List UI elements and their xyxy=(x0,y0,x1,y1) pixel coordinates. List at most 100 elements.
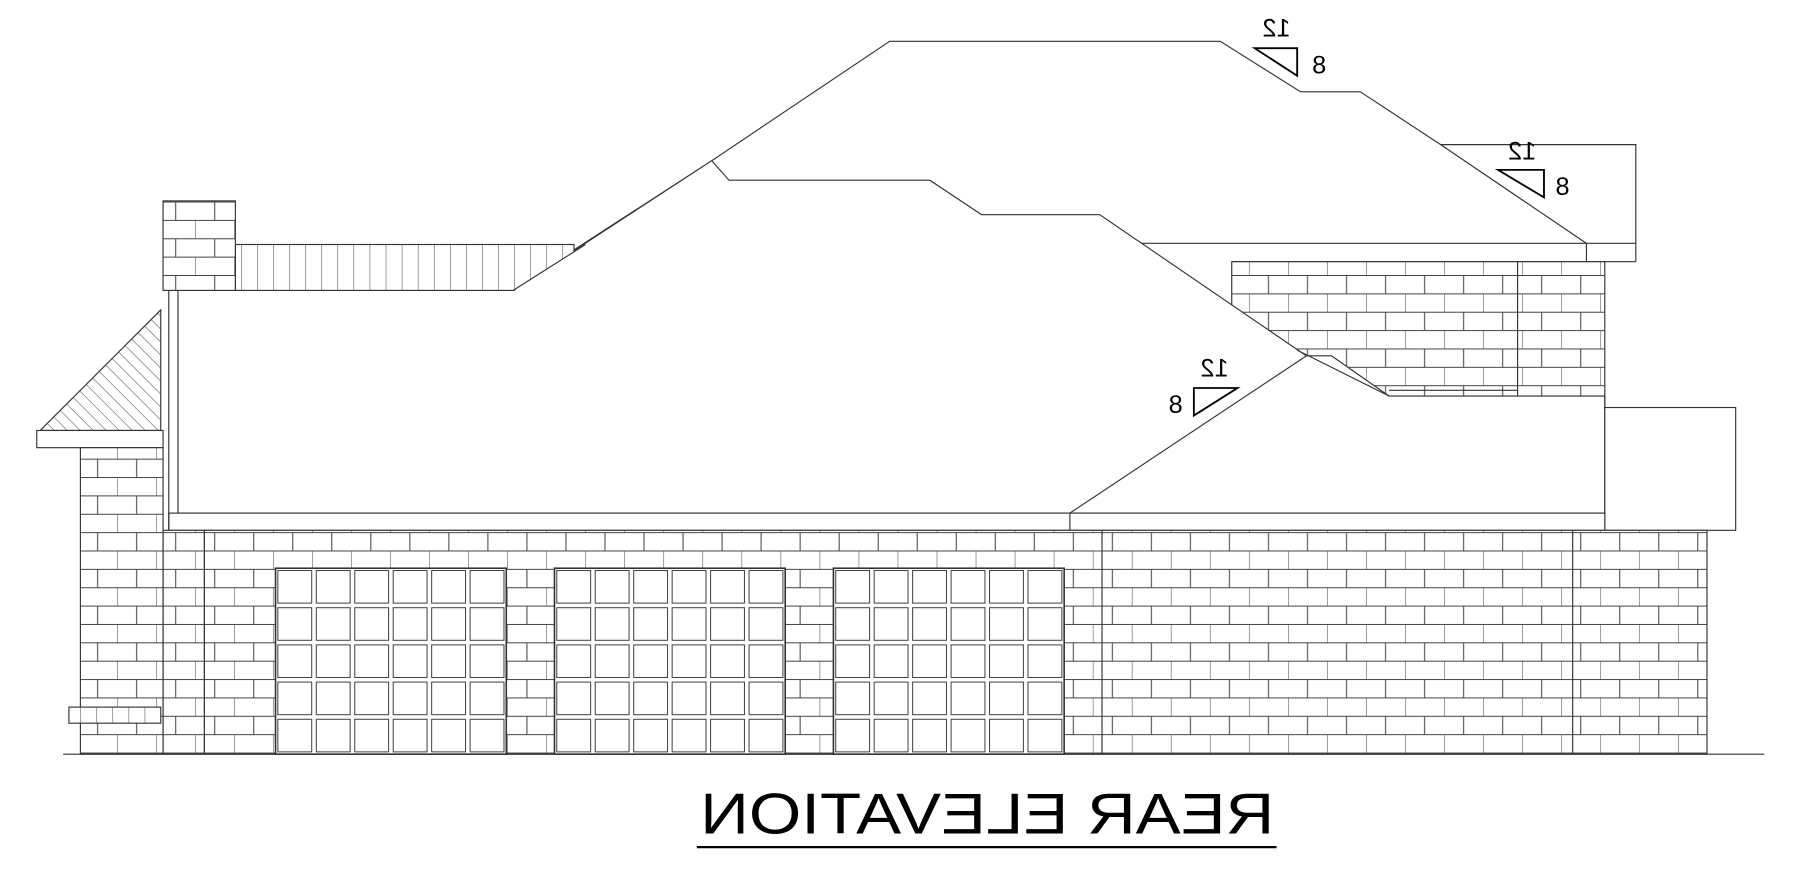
door-panel xyxy=(594,644,630,679)
door-panel xyxy=(556,681,592,716)
door-panel xyxy=(671,644,707,679)
door-panel xyxy=(354,681,390,716)
chimney xyxy=(162,200,236,291)
door-panel xyxy=(671,607,707,641)
pitch-rise: 8 xyxy=(1169,391,1183,419)
door-panel xyxy=(392,718,428,753)
door-panel xyxy=(431,569,467,604)
door-panel xyxy=(392,644,428,679)
door-panel xyxy=(431,607,467,641)
pitch-run: 12 xyxy=(1508,138,1536,166)
door-panel xyxy=(710,718,745,753)
door-panel xyxy=(315,681,351,716)
door-panel xyxy=(1027,569,1063,604)
door-panel xyxy=(633,569,669,604)
door-panel xyxy=(431,644,467,679)
door-panel xyxy=(671,681,707,716)
door-panel xyxy=(594,681,630,716)
porch-fascia xyxy=(36,429,164,449)
door-panel xyxy=(469,607,505,641)
door-panel xyxy=(392,569,428,604)
chimney-lower xyxy=(162,529,205,755)
door-panel xyxy=(950,644,986,679)
door-panel xyxy=(392,607,428,641)
door-panel xyxy=(950,569,986,604)
door-panel xyxy=(748,644,784,679)
door-panel xyxy=(469,681,505,716)
door-panel xyxy=(912,607,948,641)
door-panel xyxy=(431,718,467,753)
door-panel xyxy=(277,607,313,641)
door-panel xyxy=(469,644,505,679)
door-panel xyxy=(835,718,871,753)
door-panel xyxy=(354,644,390,679)
door-panel xyxy=(354,607,390,641)
door-panel xyxy=(873,607,909,641)
door-panel xyxy=(912,644,948,679)
door-panel xyxy=(989,569,1024,604)
door-panel xyxy=(315,718,351,753)
door-panel xyxy=(556,569,592,604)
pitch-rise: 8 xyxy=(1312,51,1326,79)
door-panel xyxy=(277,718,313,753)
door-panel xyxy=(950,681,986,716)
door-panel xyxy=(989,718,1024,753)
left-brick-wall xyxy=(79,447,164,755)
garage-door xyxy=(832,567,1065,755)
door-panel xyxy=(594,718,630,753)
door-panel xyxy=(989,681,1024,716)
door-panel xyxy=(594,569,630,604)
door-panel xyxy=(315,569,351,604)
door-panel xyxy=(873,569,909,604)
door-panel xyxy=(835,607,871,641)
door-panel xyxy=(748,718,784,753)
door-panel xyxy=(633,607,669,641)
door-panel xyxy=(277,681,313,716)
door-panel xyxy=(1027,718,1063,753)
porch-roof xyxy=(38,308,162,432)
door-panel xyxy=(469,718,505,753)
door-panel xyxy=(835,681,871,716)
door-panel xyxy=(989,607,1024,641)
door-panel xyxy=(354,718,390,753)
door-panel xyxy=(431,681,467,716)
door-panel xyxy=(710,681,745,716)
pitch-marker-1: 12 8 xyxy=(1251,15,1326,79)
door-panel xyxy=(835,644,871,679)
door-panel xyxy=(873,644,909,679)
garage-door xyxy=(553,567,787,755)
door-panel xyxy=(277,644,313,679)
door-panel xyxy=(950,607,986,641)
door-panel xyxy=(594,607,630,641)
door-panel xyxy=(671,718,707,753)
door-panel xyxy=(315,607,351,641)
door-panel xyxy=(710,607,745,641)
pitch-marker-3: 12 8 xyxy=(1169,355,1241,419)
door-panel xyxy=(1027,681,1063,716)
lower-roof xyxy=(168,159,1737,531)
pitch-rise: 8 xyxy=(1555,173,1569,201)
door-panel xyxy=(989,644,1024,679)
pitch-run: 12 xyxy=(1200,355,1228,383)
garage-doors xyxy=(274,567,1065,755)
door-panel xyxy=(748,569,784,604)
door-panel xyxy=(835,569,871,604)
pitch-marker-2: 12 8 xyxy=(1494,138,1570,201)
door-panel xyxy=(556,607,592,641)
door-panel xyxy=(556,644,592,679)
door-panel xyxy=(556,718,592,753)
door-panel xyxy=(912,718,948,753)
door-panel xyxy=(950,718,986,753)
door-panel xyxy=(633,681,669,716)
door-panel xyxy=(873,681,909,716)
door-panel xyxy=(873,718,909,753)
door-panel xyxy=(633,644,669,679)
door-panel xyxy=(748,607,784,641)
door-panel xyxy=(469,569,505,604)
door-panel xyxy=(710,644,745,679)
door-panel xyxy=(912,569,948,604)
door-panel xyxy=(912,681,948,716)
door-panel xyxy=(633,718,669,753)
door-panel xyxy=(354,569,390,604)
